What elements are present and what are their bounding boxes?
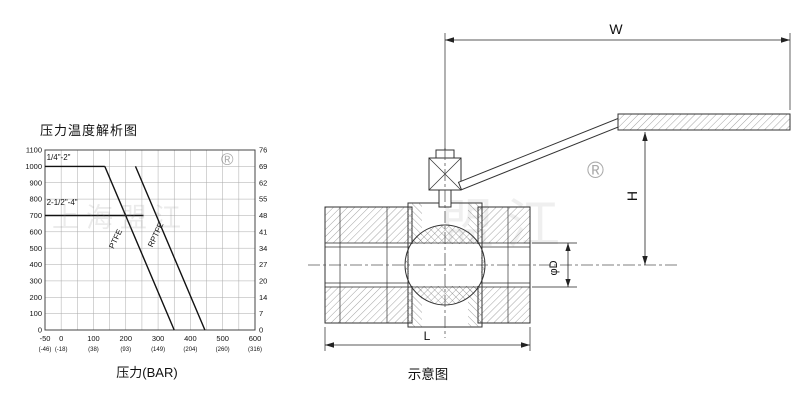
svg-text:500: 500	[216, 334, 229, 343]
chart-x-axis-label: 压力(BAR)	[116, 365, 178, 380]
svg-text:600: 600	[249, 334, 262, 343]
svg-text:(316): (316)	[248, 347, 262, 353]
diagram-caption: 示意图	[408, 366, 449, 382]
svg-text:(93): (93)	[120, 347, 131, 353]
svg-text:1/4"-2": 1/4"-2"	[47, 153, 71, 162]
svg-text:(-18): (-18)	[55, 347, 68, 353]
handle-arm	[457, 117, 623, 191]
svg-text:(38): (38)	[88, 347, 99, 353]
dim-l-label: L	[424, 329, 431, 343]
svg-text:(204): (204)	[183, 347, 197, 353]
svg-text:14: 14	[259, 293, 267, 302]
svg-text:100: 100	[29, 309, 42, 318]
svg-text:RPTFE: RPTFE	[146, 221, 165, 249]
svg-text:27: 27	[259, 260, 267, 269]
dimension-h: H	[624, 132, 648, 265]
svg-text:7: 7	[259, 309, 263, 318]
pressure-temperature-chart: 0100200300400500600700800900100011000714…	[25, 146, 267, 353]
svg-text:300: 300	[152, 334, 165, 343]
svg-text:0: 0	[38, 326, 42, 335]
dimension-d: φD	[532, 242, 577, 288]
svg-text:62: 62	[259, 178, 267, 187]
svg-text:300: 300	[29, 277, 42, 286]
svg-text:55: 55	[259, 195, 267, 204]
dim-h-label: H	[624, 191, 640, 201]
svg-text:700: 700	[29, 211, 42, 220]
svg-text:69: 69	[259, 162, 267, 171]
svg-text:900: 900	[29, 178, 42, 187]
svg-text:76: 76	[259, 146, 267, 155]
svg-text:0: 0	[59, 334, 63, 343]
svg-text:(260): (260)	[216, 347, 230, 353]
svg-text:1000: 1000	[25, 162, 42, 171]
svg-text:20: 20	[259, 277, 267, 286]
svg-text:(149): (149)	[151, 347, 165, 353]
svg-text:2-1/2"-4": 2-1/2"-4"	[47, 198, 78, 207]
svg-text:400: 400	[29, 260, 42, 269]
valve-stem-and-handle	[428, 113, 791, 208]
svg-text:34: 34	[259, 244, 267, 253]
dim-w-label: W	[609, 21, 623, 37]
valve-schematic-drawing: W H φD L 示意图	[308, 21, 791, 382]
svg-text:(-46): (-46)	[39, 347, 52, 353]
svg-text:-50: -50	[40, 334, 51, 343]
svg-text:200: 200	[120, 334, 133, 343]
dimension-l: L	[324, 327, 531, 351]
dim-d-label: φD	[548, 260, 560, 275]
svg-text:600: 600	[29, 227, 42, 236]
svg-text:0: 0	[259, 326, 263, 335]
dimension-w: W	[444, 21, 791, 150]
chart-title: 压力温度解析图	[40, 123, 139, 138]
svg-text:1100: 1100	[26, 146, 42, 155]
svg-text:400: 400	[184, 334, 197, 343]
svg-text:48: 48	[259, 211, 267, 220]
svg-text:41: 41	[259, 227, 267, 236]
svg-text:800: 800	[29, 195, 42, 204]
svg-text:100: 100	[87, 334, 100, 343]
svg-text:200: 200	[29, 293, 42, 302]
svg-text:500: 500	[29, 244, 42, 253]
